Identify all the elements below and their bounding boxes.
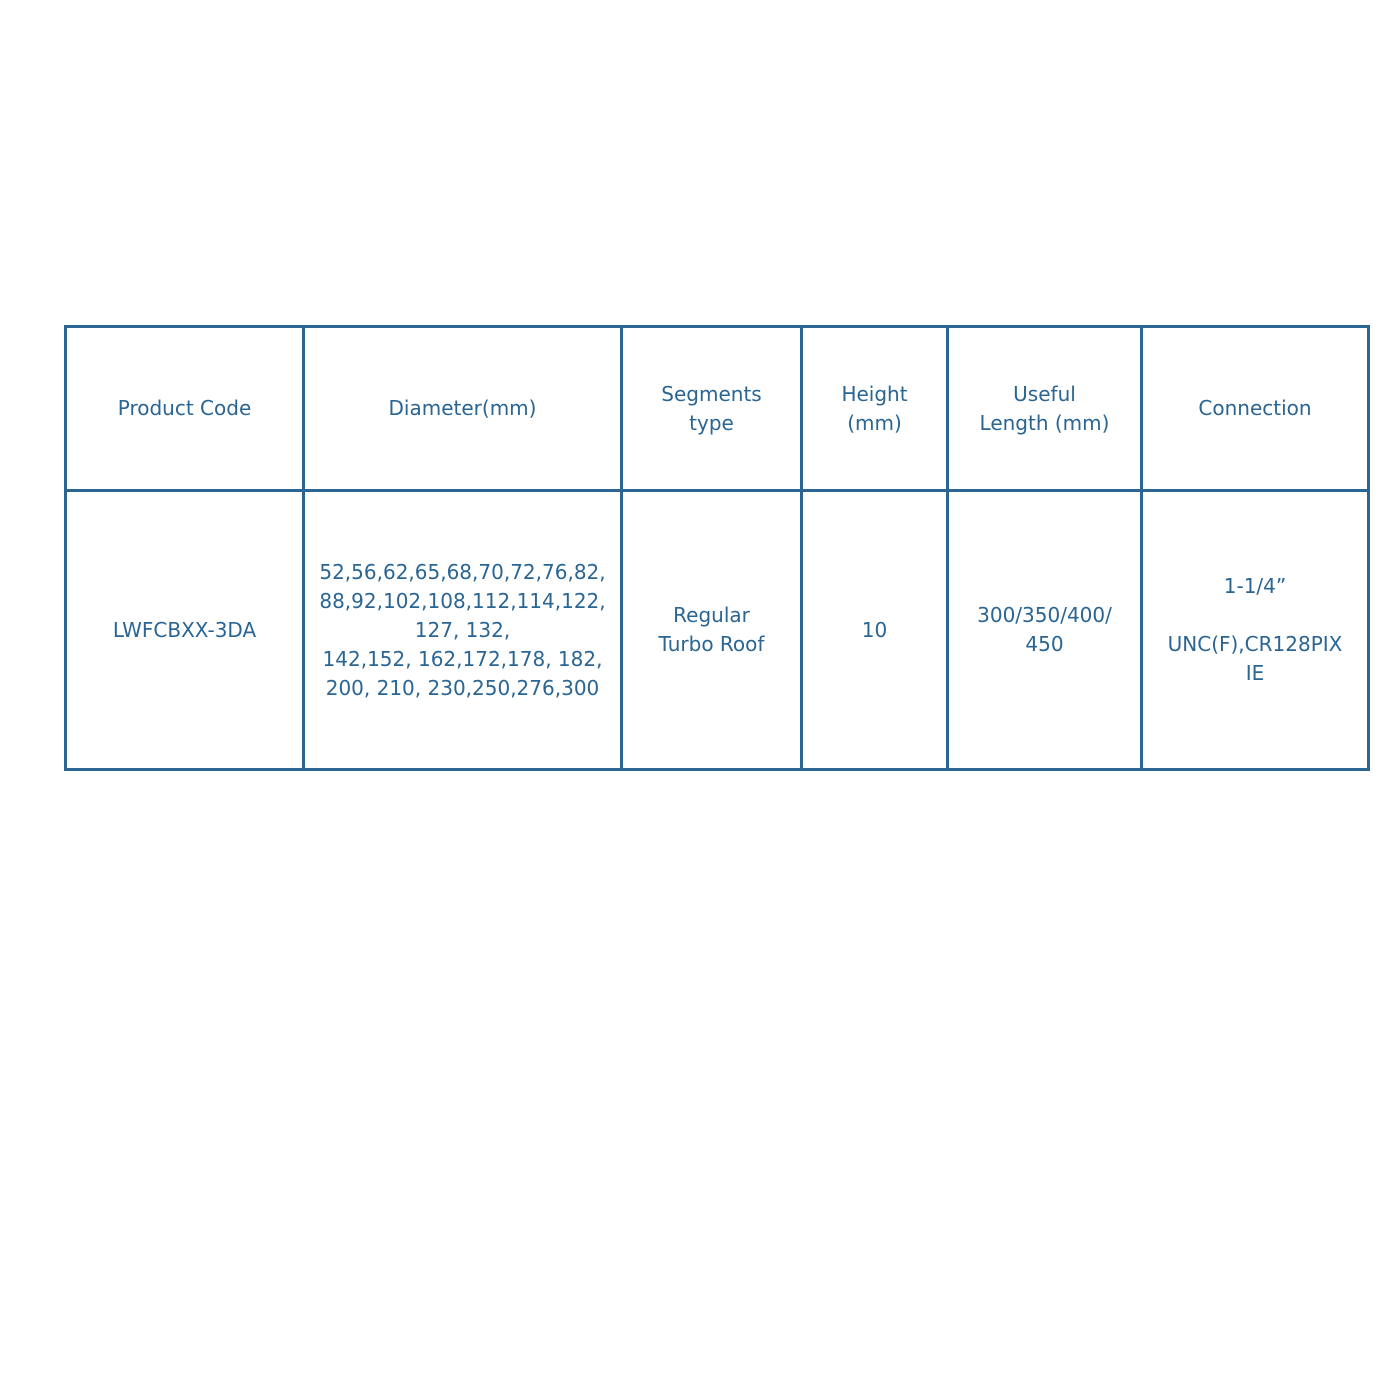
cell-product-code: LWFCBXX-3DA (64, 489, 305, 771)
cell-segments-type: Regular Turbo Roof (620, 489, 803, 771)
cell-connection: 1-1/4” UNC(F),CR128PIX IE (1140, 489, 1370, 771)
header-product-code: Product Code (64, 325, 305, 492)
product-spec-table: Product Code Diameter(mm) Segments type … (64, 325, 1370, 771)
header-height: Height (mm) (800, 325, 949, 492)
header-useful-length: Useful Length (mm) (946, 325, 1143, 492)
header-connection: Connection (1140, 325, 1370, 492)
cell-diameter: 52,56,62,65,68,70,72,76,82, 88,92,102,10… (302, 489, 623, 771)
table-header-row: Product Code Diameter(mm) Segments type … (64, 325, 1370, 492)
cell-height: 10 (800, 489, 949, 771)
header-diameter: Diameter(mm) (302, 325, 623, 492)
table-row: LWFCBXX-3DA 52,56,62,65,68,70,72,76,82, … (64, 489, 1370, 771)
header-segments-type: Segments type (620, 325, 803, 492)
cell-useful-length: 300/350/400/ 450 (946, 489, 1143, 771)
